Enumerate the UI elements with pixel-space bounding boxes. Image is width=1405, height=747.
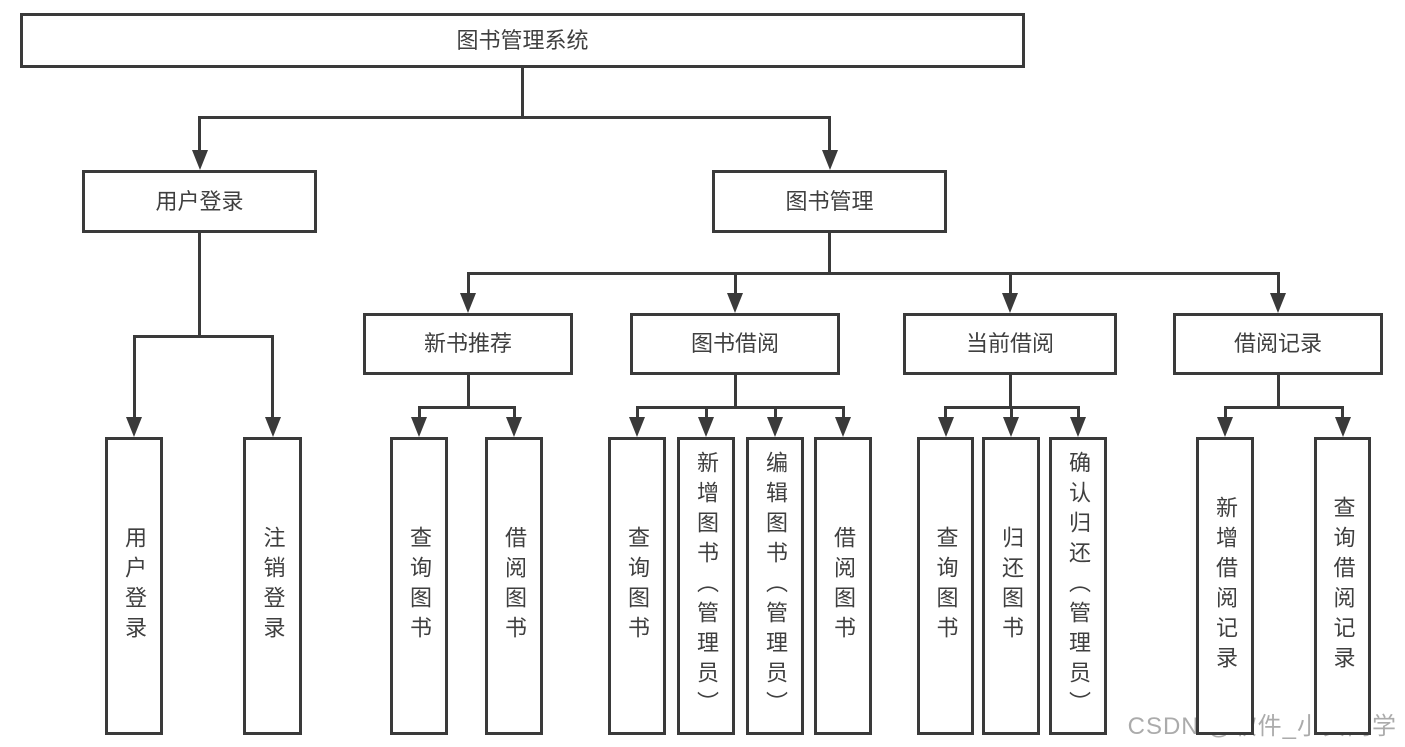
connector-drop-current-borrow	[1008, 273, 1012, 297]
connector-bus-user-login	[132, 334, 274, 338]
connector-drop-user-login	[198, 117, 201, 154]
connector-stem-new-book-rec	[466, 375, 470, 407]
connector-bus-new-book-rec	[417, 405, 516, 409]
node-leaf-confirm-return: 确认归还（管理员）	[1049, 437, 1107, 735]
connector-stem-user-login	[198, 233, 201, 336]
connector-stem-book-borrow	[733, 375, 737, 407]
arrowhead-down-icon-leaf-query-record	[1334, 417, 1351, 437]
node-leaf-query-record: 查询借阅记录	[1314, 437, 1371, 735]
connector-stem-root	[521, 68, 524, 117]
connector-drop-leaf-add-record	[1223, 407, 1227, 421]
connector-drop-borrow-records	[1276, 273, 1280, 297]
node-leaf-user-login: 用户登录	[105, 437, 163, 735]
connector-drop-leaf-query-record	[1341, 407, 1344, 421]
connector-stem-book-mgmt	[828, 233, 831, 273]
node-root: 图书管理系统	[20, 13, 1025, 68]
connector-stem-borrow-records	[1276, 375, 1280, 407]
node-leaf-return: 归还图书	[982, 437, 1040, 735]
node-leaf-borrow-1: 借阅图书	[485, 437, 543, 735]
connector-bus-book-mgmt	[466, 271, 1280, 275]
node-leaf-logout: 注销登录	[243, 437, 302, 735]
arrowhead-down-icon-current-borrow	[1002, 293, 1018, 313]
arrowhead-down-icon-leaf-return	[1003, 417, 1019, 437]
node-label-leaf-logout: 注销登录	[260, 526, 286, 646]
connector-drop-book-mgmt	[828, 117, 831, 154]
node-borrow-records: 借阅记录	[1173, 313, 1383, 375]
node-label-book-mgmt: 图书管理	[785, 188, 874, 214]
node-leaf-add-record: 新增借阅记录	[1196, 437, 1254, 735]
connector-drop-leaf-query-3	[944, 407, 947, 421]
connector-drop-leaf-add-book	[704, 407, 708, 421]
connector-drop-leaf-confirm-return	[1076, 407, 1080, 421]
node-label-leaf-query-3: 查询图书	[933, 526, 959, 646]
node-label-new-book-rec: 新书推荐	[423, 331, 512, 356]
node-label-leaf-confirm-return: 确认归还（管理员）	[1066, 451, 1091, 721]
node-new-book-rec: 新书推荐	[363, 313, 573, 375]
arrowhead-down-icon-leaf-confirm-return	[1070, 417, 1086, 437]
arrowhead-down-icon-leaf-borrow-2	[835, 417, 851, 437]
node-label-leaf-add-book: 新增图书（管理员）	[694, 451, 719, 721]
arrowhead-down-icon-book-mgmt	[821, 150, 838, 170]
node-current-borrow: 当前借阅	[903, 313, 1117, 375]
node-label-current-borrow: 当前借阅	[965, 331, 1054, 356]
node-label-leaf-query-1: 查询图书	[407, 526, 432, 646]
arrowhead-down-icon-leaf-edit-book	[767, 417, 783, 437]
connector-drop-leaf-borrow-1	[512, 407, 516, 421]
node-book-borrow: 图书借阅	[630, 313, 840, 375]
node-label-root: 图书管理系统	[456, 27, 589, 53]
node-label-leaf-borrow-1: 借阅图书	[502, 526, 527, 646]
node-label-leaf-query-2: 查询图书	[625, 526, 650, 646]
arrowhead-down-icon-leaf-add-book	[698, 417, 714, 437]
node-label-leaf-return: 归还图书	[999, 526, 1024, 646]
node-label-leaf-user-login: 用户登录	[122, 526, 147, 646]
connector-drop-leaf-user-login	[132, 336, 136, 421]
connector-bus-book-borrow	[635, 405, 845, 409]
node-label-leaf-borrow-2: 借阅图书	[831, 526, 856, 646]
node-label-leaf-add-record: 新增借阅记录	[1213, 496, 1238, 676]
connector-drop-leaf-borrow-2	[841, 407, 845, 421]
node-leaf-add-book: 新增图书（管理员）	[677, 437, 735, 735]
node-book-mgmt: 图书管理	[712, 170, 947, 233]
arrowhead-down-icon-book-borrow	[727, 293, 743, 313]
connector-drop-leaf-edit-book	[773, 407, 777, 421]
connector-drop-leaf-query-1	[417, 407, 421, 421]
node-leaf-query-2: 查询图书	[608, 437, 666, 735]
connector-drop-leaf-return	[1009, 407, 1013, 421]
connector-drop-new-book-rec	[466, 273, 470, 297]
connector-drop-book-borrow	[733, 273, 737, 297]
arrowhead-down-icon-leaf-query-1	[411, 417, 427, 437]
node-leaf-edit-book: 编辑图书（管理员）	[746, 437, 804, 735]
node-leaf-query-3: 查询图书	[917, 437, 974, 735]
node-label-leaf-edit-book: 编辑图书（管理员）	[763, 451, 788, 721]
node-label-book-borrow: 图书借阅	[690, 331, 779, 356]
arrowhead-down-icon-user-login	[191, 150, 208, 170]
node-user-login: 用户登录	[82, 170, 317, 233]
arrowhead-down-icon-leaf-borrow-1	[506, 417, 522, 437]
connector-bus-borrow-records	[1223, 405, 1344, 409]
node-leaf-borrow-2: 借阅图书	[814, 437, 872, 735]
node-label-user-login: 用户登录	[155, 188, 244, 214]
node-leaf-query-1: 查询图书	[390, 437, 448, 735]
arrowhead-down-icon-leaf-add-record	[1217, 417, 1233, 437]
connector-drop-leaf-query-2	[635, 407, 639, 421]
arrowhead-down-icon-leaf-user-login	[126, 417, 142, 437]
node-label-leaf-query-record: 查询借阅记录	[1330, 496, 1356, 676]
node-label-borrow-records: 借阅记录	[1233, 331, 1322, 356]
arrowhead-down-icon-leaf-query-2	[629, 417, 645, 437]
connector-drop-leaf-logout	[271, 336, 274, 421]
connector-bus-root	[198, 115, 831, 119]
arrowhead-down-icon-leaf-query-3	[937, 417, 954, 437]
arrowhead-down-icon-borrow-records	[1270, 293, 1286, 313]
connector-stem-current-borrow	[1008, 375, 1012, 407]
arrowhead-down-icon-leaf-logout	[264, 417, 281, 437]
arrowhead-down-icon-new-book-rec	[460, 293, 476, 313]
